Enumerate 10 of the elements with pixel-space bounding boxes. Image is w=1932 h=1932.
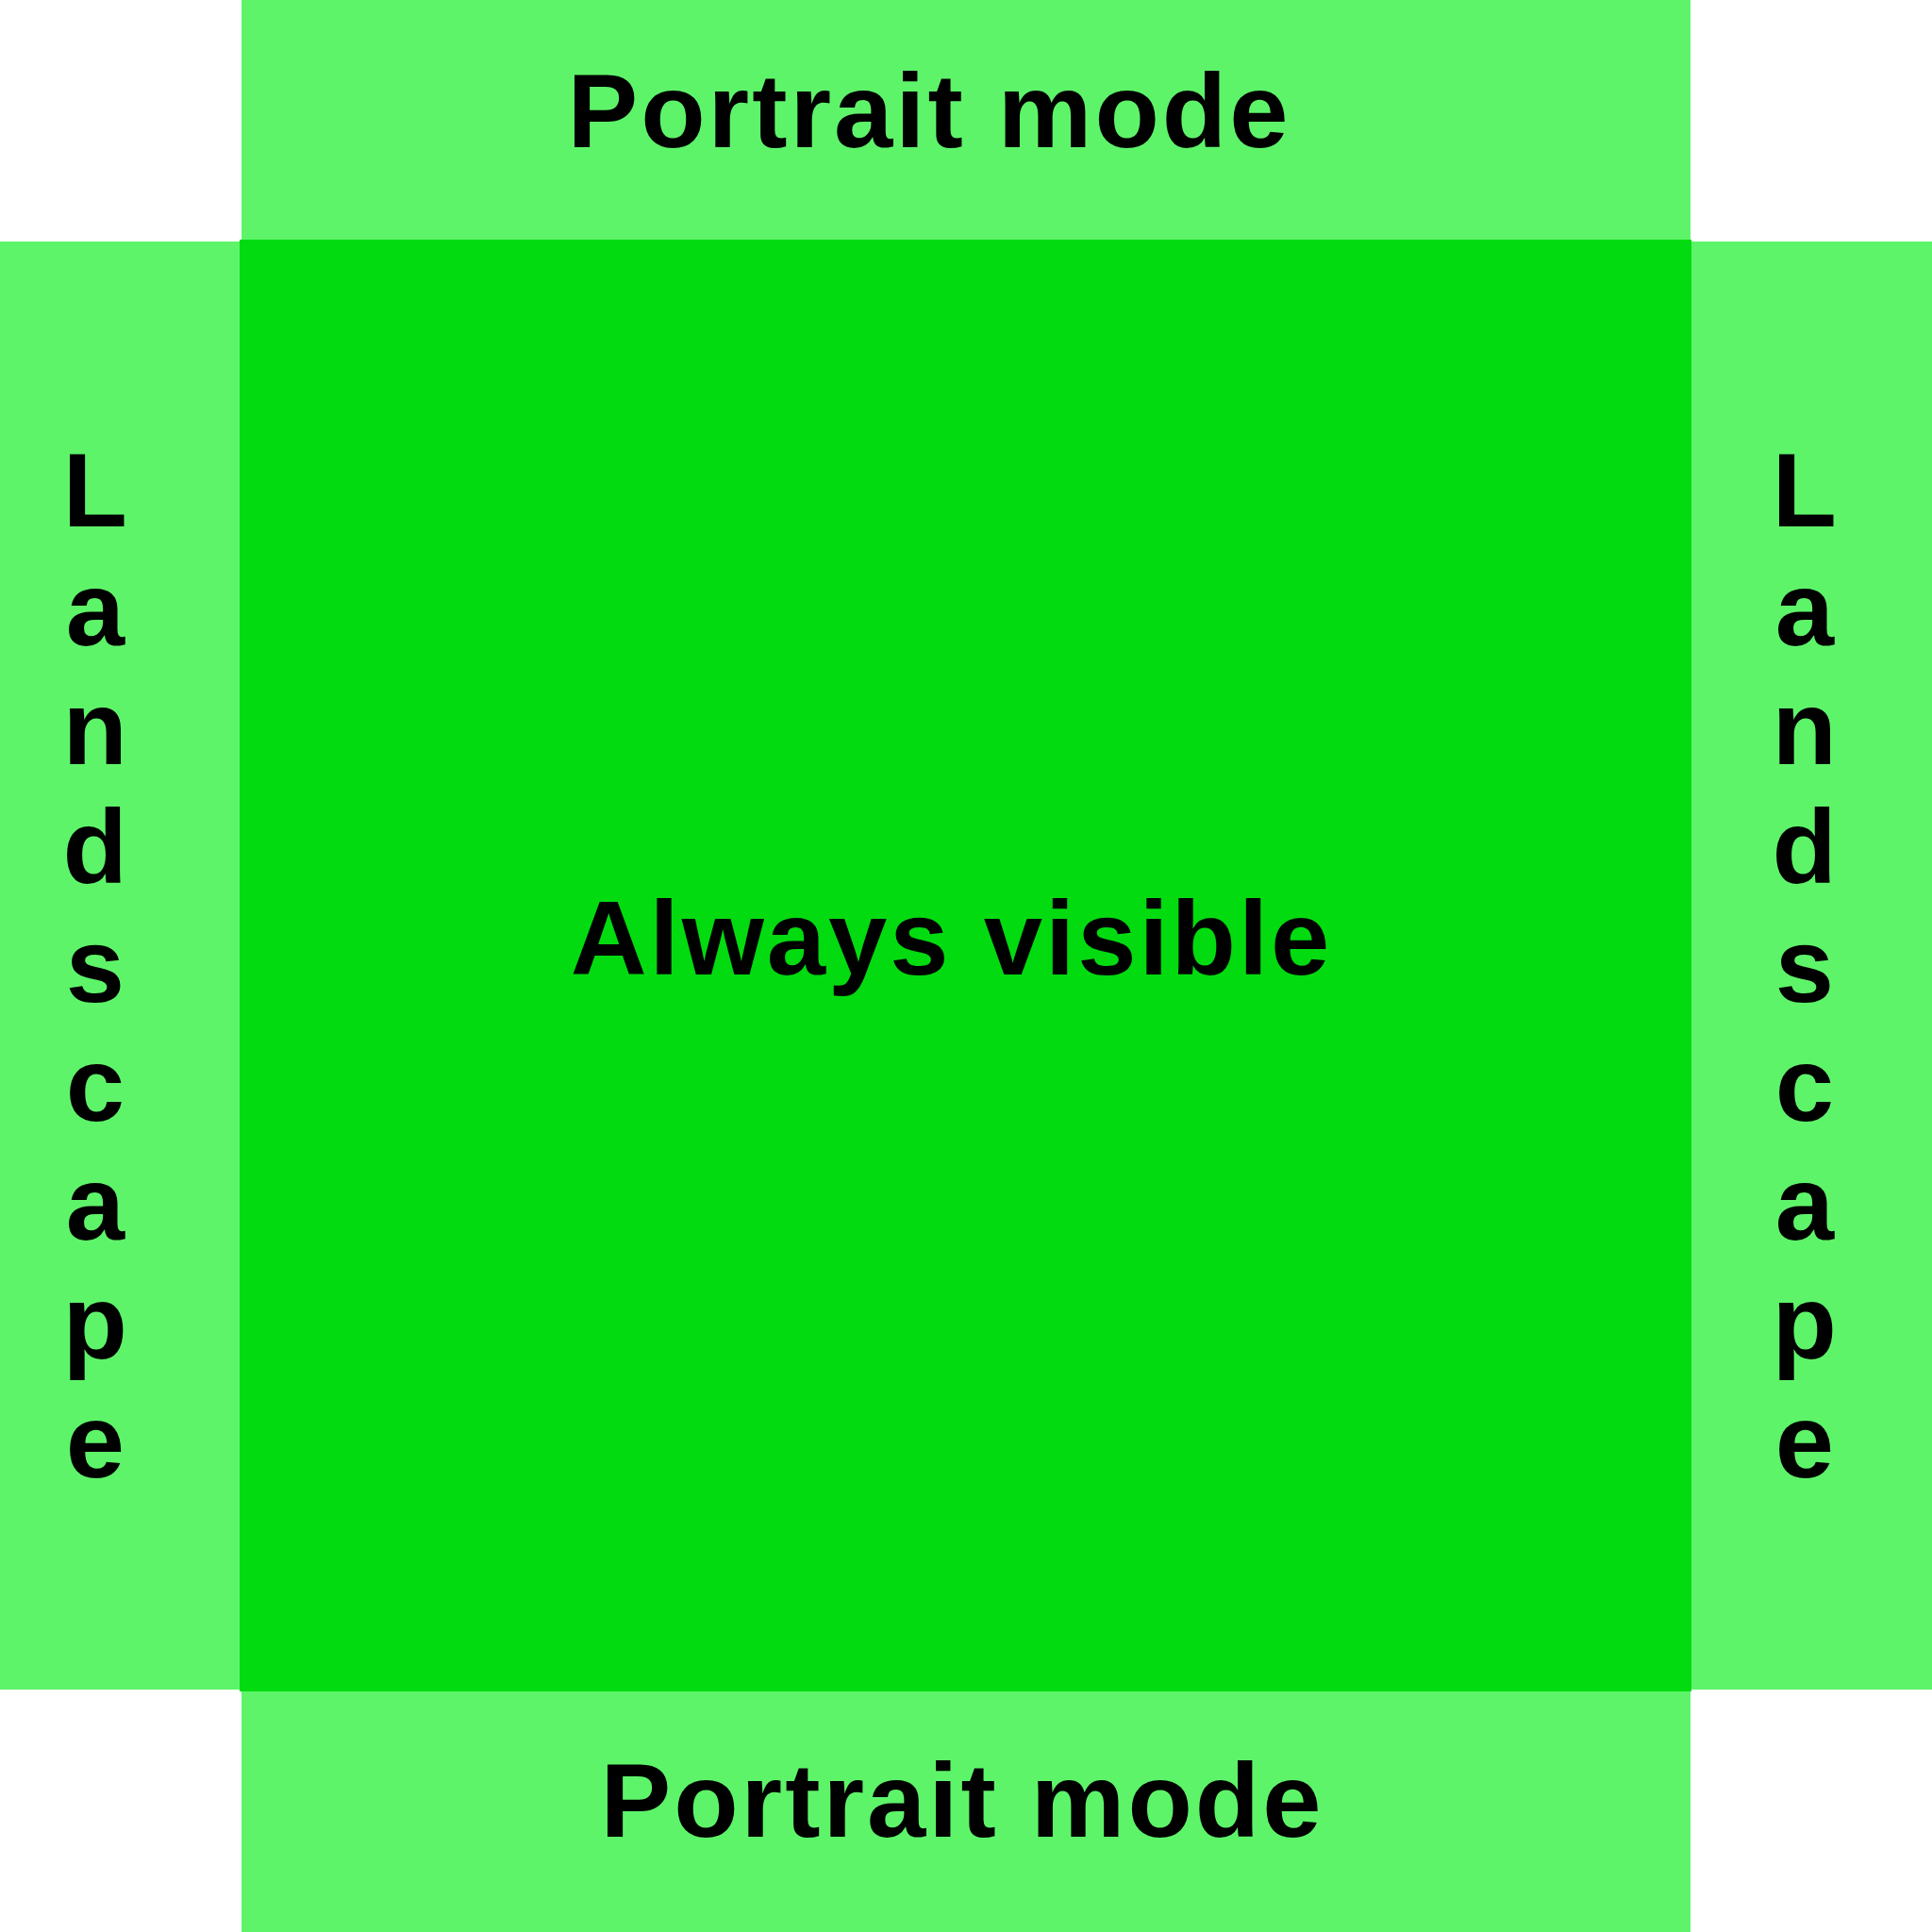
panel-label: Landscape	[35, 430, 156, 1501]
center-panel	[240, 240, 1691, 1691]
portrait-band	[242, 1691, 1690, 1932]
panel-label: Portrait mode	[567, 50, 1291, 172]
panel-label: Landscape	[1744, 430, 1865, 1501]
portrait-band	[242, 0, 1690, 241]
panel-label: Always visible	[570, 877, 1333, 999]
landscape-band	[1691, 242, 1932, 1690]
landscape-band	[0, 242, 241, 1690]
panel-label: Portrait mode	[600, 1740, 1324, 1861]
